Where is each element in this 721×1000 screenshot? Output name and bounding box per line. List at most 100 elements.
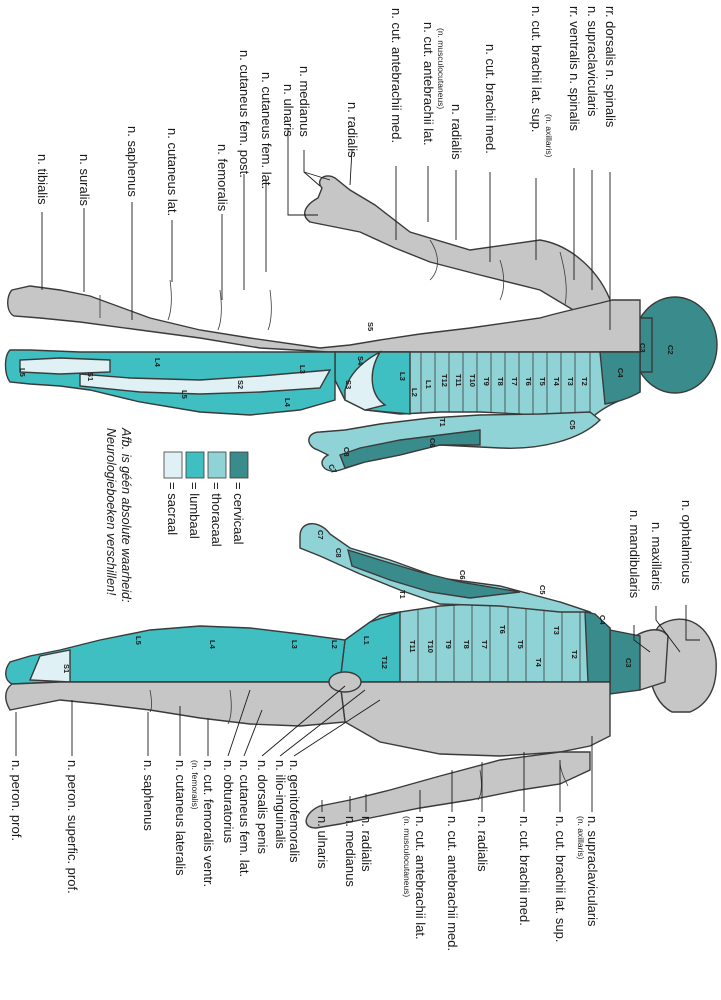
front-genital [329,672,361,692]
seg-front-c4: C4 [598,615,607,625]
seg-front-t1: T1 [398,590,407,599]
seg-front-t7: T7 [480,640,489,649]
back-label-cutaneus-fem-lat: n. cutaneus fem. lat. [259,72,274,189]
seg-front-l1: L1 [362,636,371,645]
front-arm-color [300,524,590,612]
seg-front-t3: T3 [552,626,561,635]
seg-front-c6: C6 [458,570,467,580]
front-label-cut-brachii-lat-sup: n. cut. brachii lat. sup. [553,816,568,942]
back-label-rr-ventralis: rr. ventralis n. spinalis [567,6,582,131]
legend-swatch-cervical [230,452,248,478]
seg-back-t5: T5 [538,377,547,386]
front-label-radialis-1: n. radialis [475,816,490,872]
back-label-cutaneus-lat: n. cutaneus lat. [165,128,180,216]
front-label-cut-brachii-med: n. cut. brachii med. [517,816,532,926]
front-label-genitofemoralis: n. genitofemoralis [287,760,302,863]
front-label-axillaris: (n. axillaris) [576,816,586,860]
front-label-cut-antebrachii-med: n. cut. antebrachii med. [445,816,460,951]
seg-front-l4: L4 [208,640,217,650]
seg-front-t12: T12 [380,656,389,669]
front-label-cut-antebrachii-lat: n. cut. antebrachii lat. [413,816,428,940]
seg-back-c3: C3 [638,343,647,353]
seg-back-c2: C2 [666,345,675,355]
legend-swatch-lumbar [186,452,204,478]
back-label-femoralis: n. femoralis [215,144,230,212]
seg-back-l2: L2 [410,388,419,397]
note-line-2: Neurologieboeken verschillen! [104,428,118,596]
seg-back-l4: L4 [283,398,292,408]
seg-front-t5: T5 [516,640,525,649]
seg-front-t2: T2 [570,650,579,659]
note-line-1: Afb. is géén absolute waarheid: [119,427,133,602]
seg-back-s4: S4 [356,356,365,366]
legend-label-lumbar: = lumbaal [187,482,202,539]
seg-back-t2: T2 [580,377,589,386]
seg-front-t4: T4 [534,658,543,668]
back-label-saphenus: n. saphenus [125,126,140,197]
seg-back-l5b: L5 [18,368,27,377]
seg-back-l1: L1 [424,380,433,389]
seg-back-c8: C8 [342,447,351,457]
seg-back-s2: S2 [236,380,245,389]
seg-front-l2: L2 [330,640,339,649]
back-label-cut-brachii-med: n. cut. brachii med. [483,44,498,154]
seg-front-c3: C3 [624,658,633,668]
back-torso-grey [8,286,640,352]
front-torso-grey [340,682,610,756]
back-label-cut-antebrachii-med: n. cut. antebrachii med. [389,8,404,143]
front-label-musculocutaneus: (n. musculocutaneus) [402,816,412,897]
front-label-saphenus: n. saphenus [141,760,156,831]
back-label-musculocutaneus: (n. musculocutaneus) [436,28,446,109]
front-label-cutaneus-fem-lat: n. cutaneus fem. lat. [237,760,252,877]
seg-front-c8: C8 [334,548,343,558]
back-label-axillaris: (n. axillaris) [544,114,554,158]
back-label-cut-antebrachii-lat: n. cut. antebrachii lat. [421,22,436,146]
back-label-radialis-2: n. radialis [345,102,360,158]
front-label-mandibularis: n. mandibularis [627,510,642,599]
seg-back-l3b: L3 [298,365,307,374]
legend-label-sacral: = sacraal [165,482,180,535]
front-lumbar [340,612,400,682]
seg-back-c6: C6 [428,438,437,448]
seg-back-t8: T8 [496,377,505,386]
back-label-ulnaris: n. ulnaris [281,84,296,137]
seg-back-t6: T6 [524,377,533,386]
legend: = cervicaal = thoracaal = lumbaal = sacr… [164,452,248,547]
seg-back-t10: T10 [468,374,477,387]
legend-label-cervical: = cervicaal [231,482,246,545]
seg-front-t10: T10 [426,640,435,653]
front-label-femoralis: (n. femoralis) [190,760,200,810]
front-label-obturatorius: n. obturatorius [221,760,236,844]
seg-back-t1: T1 [438,418,447,427]
seg-front-s1: S1 [62,664,71,673]
back-cervical-band [600,352,640,404]
seg-back-c5: C5 [568,420,577,430]
legend-label-thoracic: = thoracaal [209,482,224,547]
legend-swatch-thoracic [208,452,226,478]
front-label-cut-femoralis-ventr: n. cut. femoralis ventr. [201,760,216,887]
seg-front-l3: L3 [290,640,299,649]
back-label-suralis: n. suralis [77,154,92,207]
front-label-ilio-inguinalis: n. ilio-inguinalis [273,760,288,849]
seg-back-t3: T3 [566,377,575,386]
seg-front-t8: T8 [462,640,471,649]
seg-back-l4b: L4 [153,358,162,368]
front-leg-grey [6,682,345,726]
seg-back-t11: T11 [454,374,463,387]
front-label-radialis-2: n. radialis [359,816,374,872]
seg-back-s1: S1 [86,372,95,381]
front-label-ulnaris: n. ulnaris [315,816,330,869]
seg-back-l5: L5 [180,390,189,399]
seg-back-t12: T12 [440,374,449,387]
seg-back-l3: L3 [398,372,407,381]
seg-front-t6: T6 [498,625,507,634]
back-label-rr-dorsalis: rr. dorsalis n. spinalis [603,6,618,128]
seg-front-c5: C5 [538,585,547,595]
front-label-peron-superfic-prof: n. peron. superfic. prof. [65,760,80,894]
back-label-cutaneus-fem-post: n. cutaneus fem. post. [237,50,252,178]
back-label-radialis-1: n. radialis [449,104,464,160]
front-label-dorsalis-penis: n. dorsalis penis [255,760,270,854]
back-label-cut-brachii-lat-sup: n. cut. brachii lat. sup. [529,6,544,132]
seg-back-s5: S5 [366,322,375,331]
